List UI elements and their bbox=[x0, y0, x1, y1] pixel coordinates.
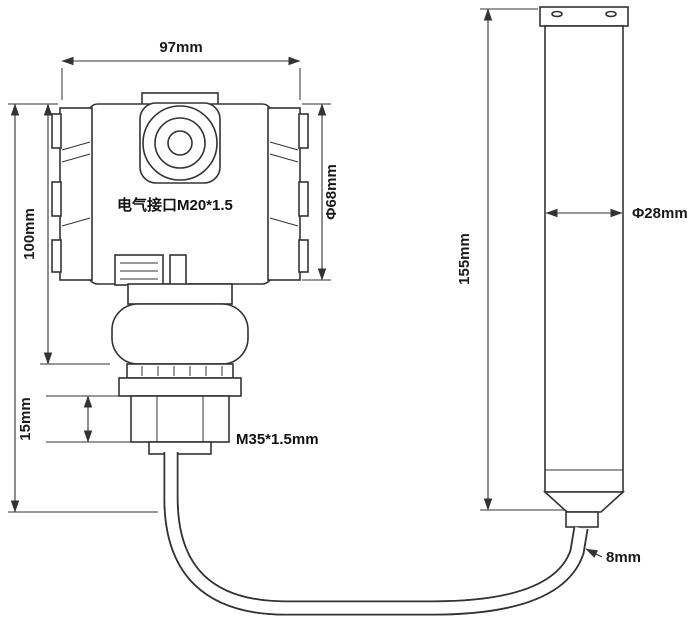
right-end-cap bbox=[267, 107, 309, 281]
right-cap-body bbox=[267, 107, 301, 281]
dim-probe-diameter: Φ28mm bbox=[545, 205, 688, 222]
dim-flange-height: 15mm bbox=[17, 395, 148, 443]
cable-core bbox=[165, 452, 587, 614]
probe-cap-hole-right bbox=[605, 10, 617, 18]
nameplate-outline bbox=[114, 254, 164, 286]
left-end-cap bbox=[51, 107, 93, 281]
dim-68-label: Φ68mm bbox=[323, 164, 340, 220]
hex-nut bbox=[130, 395, 230, 443]
nameplate-block bbox=[114, 254, 164, 286]
connection-cable-overlay bbox=[163, 452, 589, 616]
transmitter-assembly bbox=[51, 92, 309, 455]
entry-boss-middle bbox=[154, 117, 206, 169]
dim-housing-height: 100mm bbox=[8, 103, 110, 365]
cable-core-top bbox=[165, 452, 587, 614]
dim-cable-diameter: 8mm bbox=[585, 548, 641, 566]
coupling-capsule bbox=[111, 303, 249, 365]
left-cap-hatch bbox=[61, 141, 91, 227]
dim-100-label: 100mm bbox=[21, 208, 38, 260]
cable-gland bbox=[148, 441, 212, 455]
left-cap-rib-bottom bbox=[51, 239, 62, 273]
probe-assembly bbox=[539, 6, 629, 528]
flange-ticks bbox=[141, 366, 223, 376]
cable-outline-top bbox=[163, 452, 589, 616]
dim-97-label: 97mm bbox=[159, 39, 202, 56]
probe-nose bbox=[565, 511, 599, 528]
dim-8-leader bbox=[585, 548, 603, 558]
right-cap-rib-top bbox=[298, 113, 309, 149]
dim-8-label: 8mm bbox=[606, 549, 641, 566]
neck bbox=[127, 283, 233, 305]
nameplate-lines bbox=[120, 262, 158, 280]
hex-nut-outline bbox=[130, 395, 230, 443]
dim-overall-left bbox=[8, 103, 158, 513]
entry-boss-inner bbox=[167, 130, 193, 156]
dim-probe-length: 155mm bbox=[456, 8, 565, 511]
hex-nut-flats bbox=[156, 396, 204, 442]
dim-housing-diameter: Φ68mm bbox=[302, 103, 340, 281]
probe-taper bbox=[542, 491, 626, 513]
connection-cable bbox=[163, 452, 589, 616]
dim-15-label: 15mm bbox=[17, 397, 34, 440]
flange-upper bbox=[126, 363, 234, 379]
callout-thread: M35*1.5mm bbox=[236, 431, 319, 448]
probe-body bbox=[544, 25, 624, 493]
flange-lower bbox=[118, 377, 242, 397]
left-cap-rib-top bbox=[51, 113, 62, 149]
entry-boss-outer bbox=[142, 105, 218, 181]
probe-cap-hole-left bbox=[551, 10, 563, 18]
dim-155-label: 155mm bbox=[456, 233, 473, 285]
left-cap-rib-middle bbox=[51, 181, 62, 217]
cable-outline bbox=[163, 452, 589, 616]
left-cap-body bbox=[59, 107, 93, 281]
dim-28-label: Φ28mm bbox=[632, 205, 688, 222]
right-cap-rib-middle bbox=[298, 181, 309, 217]
right-cap-rib-bottom bbox=[298, 239, 309, 273]
flange-stack bbox=[118, 363, 242, 397]
right-cap-hatch bbox=[269, 141, 299, 227]
callout-electrical-port: 电气接口M20*1.5 bbox=[117, 196, 233, 214]
dim-housing-width: 97mm bbox=[61, 39, 301, 100]
